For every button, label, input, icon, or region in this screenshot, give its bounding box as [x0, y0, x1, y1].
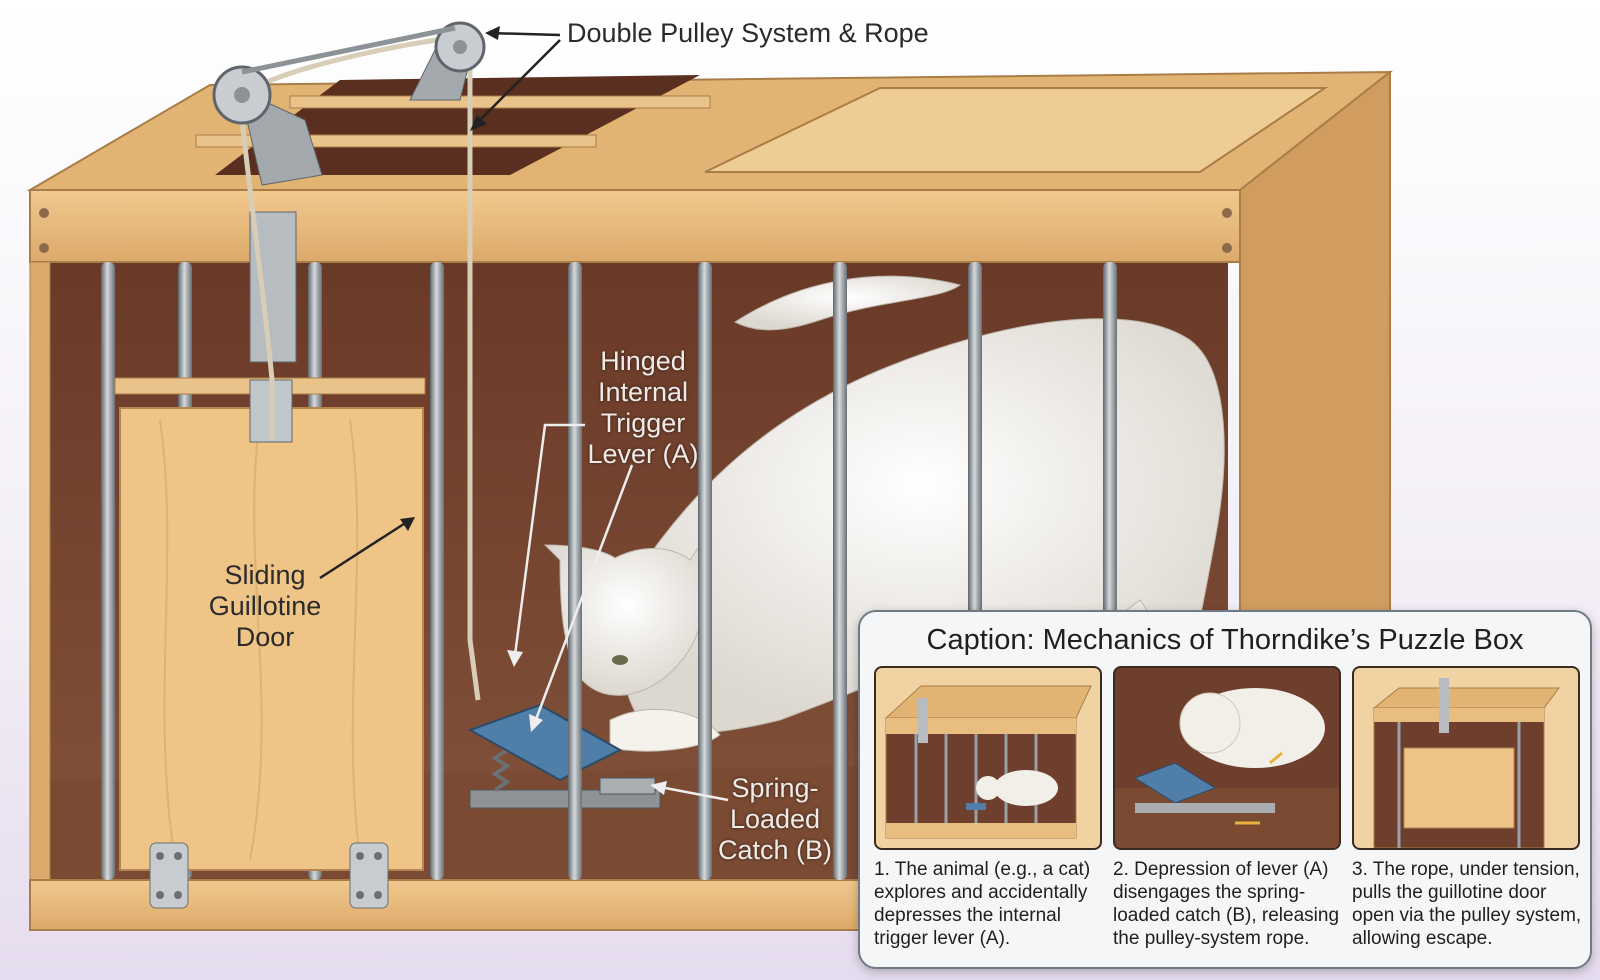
- cage-bar: [833, 262, 847, 880]
- cage-bar: [101, 262, 115, 880]
- label-line: Hinged: [600, 346, 686, 376]
- label-line: Lever (A): [587, 439, 699, 469]
- cat-front-leg: [609, 708, 721, 752]
- hinge-icon: [349, 842, 389, 909]
- catch-b: [599, 777, 656, 795]
- arrow-lever-b: [533, 464, 634, 723]
- arrow-pulley-rope: [474, 39, 561, 126]
- door-grain: [159, 419, 361, 861]
- cat-figure: [543, 275, 1225, 752]
- left-post: [29, 261, 51, 893]
- screw: [1222, 243, 1232, 253]
- label-spring-catch: Spring- Loaded Catch (B): [715, 773, 835, 866]
- label-line: Guillotine: [208, 591, 322, 621]
- cage-bar: [698, 262, 712, 880]
- double-pulley-system: [212, 21, 486, 701]
- label-line: Trigger: [600, 408, 686, 438]
- cat-eye: [612, 655, 628, 665]
- step-2-thumbnail: [1113, 666, 1341, 850]
- arrow-pulley: [487, 31, 561, 37]
- arrow-catch: [659, 785, 729, 802]
- step-3-door-icon: [1372, 678, 1560, 848]
- screw: [1222, 208, 1232, 218]
- label-line: Sliding: [224, 560, 306, 590]
- screw: [39, 208, 49, 218]
- label-line: Internal: [597, 377, 689, 407]
- step-2-text: 2. Depression of lever (A) disengages th…: [1113, 859, 1340, 949]
- cage-bar: [568, 262, 582, 880]
- screw: [39, 243, 49, 253]
- caption-panel: Caption: Mechanics of Thorndike’s Puzzle…: [858, 610, 1592, 969]
- step-1-box-icon: [884, 685, 1092, 839]
- trigger-lever-plate: [467, 703, 623, 782]
- top-lid: [704, 87, 1329, 173]
- arrow-lever-a: [513, 423, 585, 656]
- label-line: Loaded: [729, 804, 821, 834]
- label-line: Catch (B): [717, 835, 833, 865]
- label-guillotine-door: Sliding Guillotine Door: [195, 560, 335, 653]
- step-3-text: 3. The rope, under tension, pulls the gu…: [1352, 859, 1582, 949]
- label-line: Spring-: [731, 773, 819, 803]
- trigger-mechanism: [467, 703, 661, 809]
- front-top-beam: [29, 189, 1241, 263]
- step-3-thumbnail: [1352, 666, 1580, 850]
- hinge-icon: [149, 842, 189, 909]
- step-1-thumbnail: [874, 666, 1102, 850]
- step-1-text: 1. The animal (e.g., a cat) explores and…: [874, 859, 1091, 949]
- annotation-arrows: [319, 26, 729, 802]
- top-slat: [289, 95, 711, 109]
- label-trigger-lever: Hinged Internal Trigger Lever (A): [578, 346, 708, 470]
- cat-tail: [734, 275, 962, 331]
- guillotine-door: [119, 407, 424, 871]
- cage-bar: [430, 262, 444, 880]
- caption-title: Caption: Mechanics of Thorndike’s Puzzle…: [926, 624, 1524, 656]
- label-line: Door: [235, 622, 295, 652]
- step-2-lever-icon: [1115, 688, 1339, 848]
- arrow-door: [319, 518, 411, 580]
- label-pulley-system: Double Pulley System & Rope: [567, 18, 929, 48]
